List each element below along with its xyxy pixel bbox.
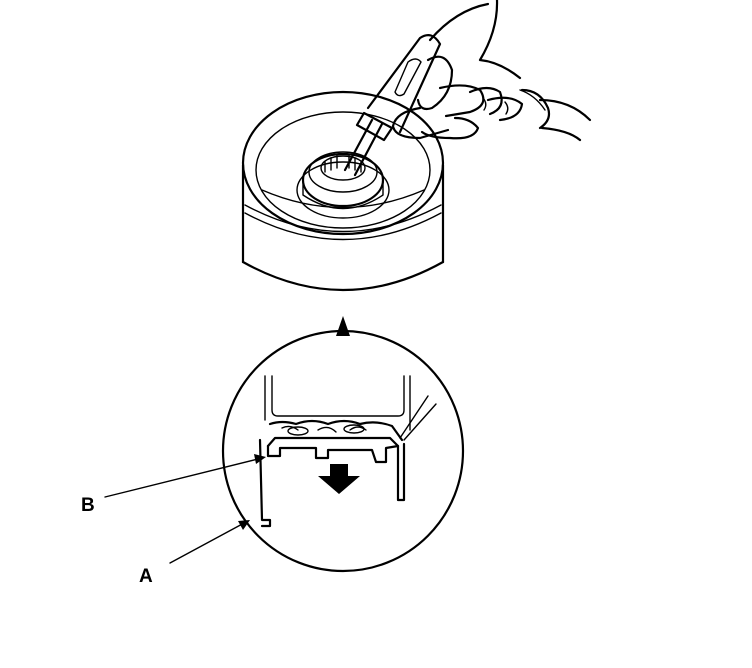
label-a: A — [139, 566, 153, 587]
drum-hub — [296, 151, 390, 219]
detail-pointer-arrow — [336, 316, 350, 336]
leader-line-b — [104, 454, 266, 498]
leader-line-a — [169, 520, 250, 564]
hand — [391, 0, 592, 142]
drum-housing — [241, 90, 445, 291]
seal-cross-section — [258, 375, 437, 528]
screwdriver — [343, 33, 442, 177]
detail-magnifier-circle — [221, 329, 465, 573]
label-b: B — [81, 495, 95, 516]
